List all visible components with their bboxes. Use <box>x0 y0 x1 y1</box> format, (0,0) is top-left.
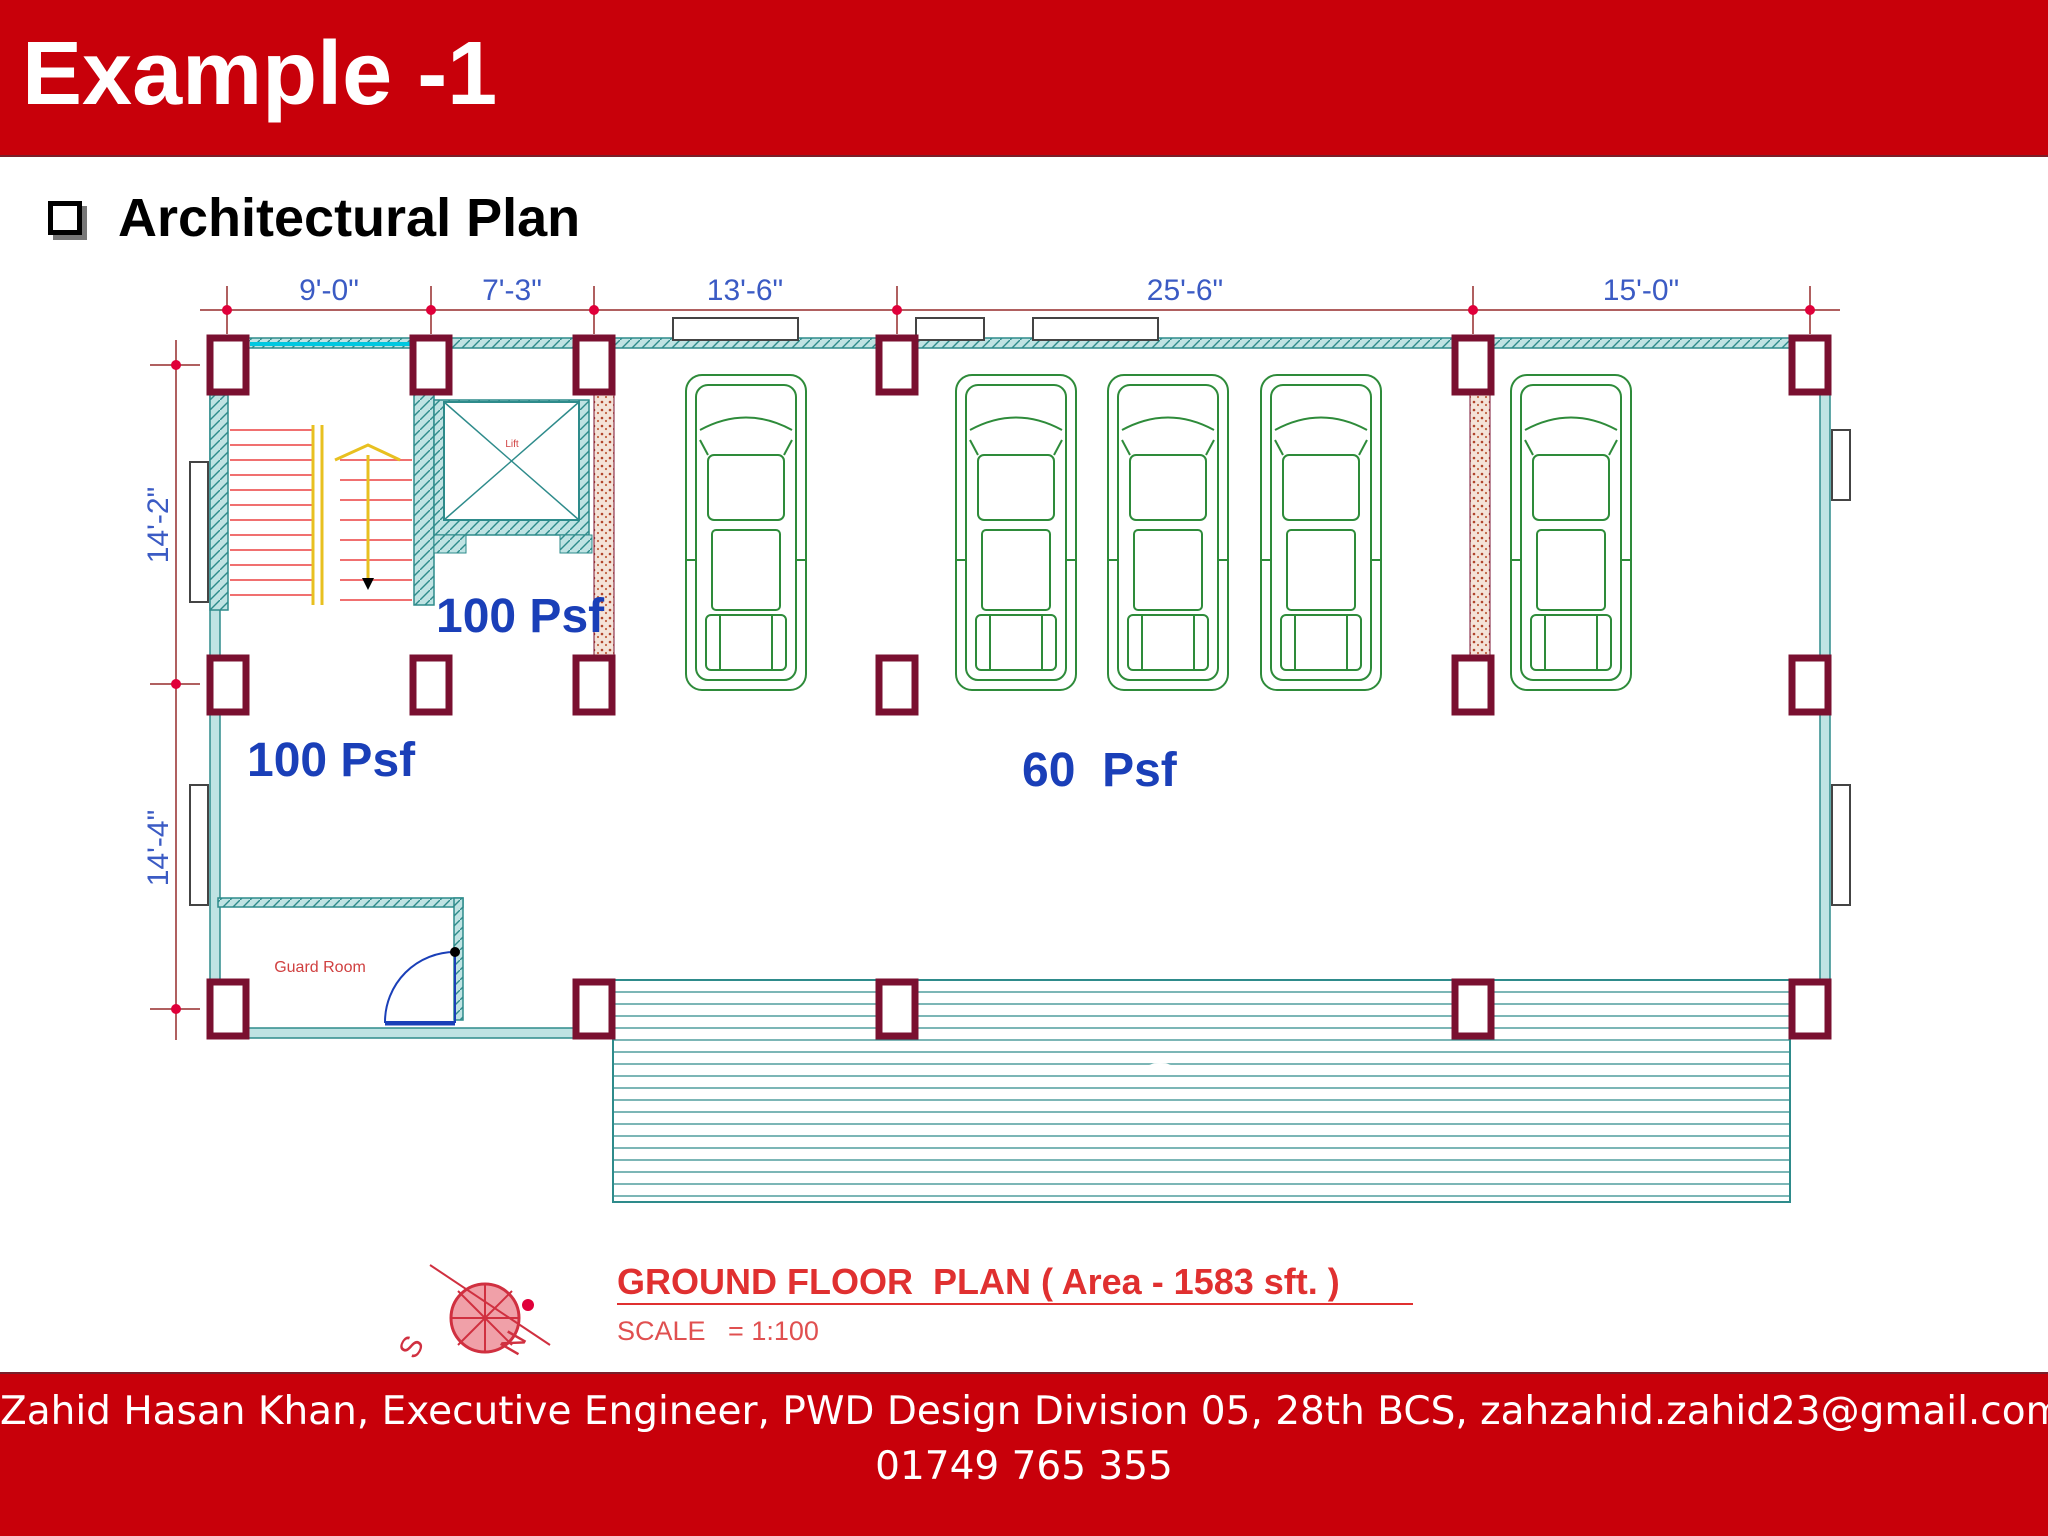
slide-subtitle: Architectural Plan <box>118 188 581 248</box>
slide-title: Example -1 <box>22 24 498 124</box>
structural-columns <box>206 334 1832 1040</box>
dimension-label: 13'-6" <box>707 274 783 307</box>
footer-author-line: Zahid Hasan Khan, Executive Engineer, PW… <box>0 1389 2048 1434</box>
dimension-label: 9'-0" <box>299 274 359 307</box>
guard-room: Guard Room <box>217 897 464 1026</box>
plan-scale-label: SCALE = 1:100 <box>617 1316 819 1346</box>
load-label-parking: 60 Psf <box>1022 744 1178 797</box>
parked-car <box>1107 374 1229 691</box>
plan-caption-title: GROUND FLOOR PLAN ( Area - 1583 sft. ) <box>617 1261 1340 1302</box>
lift-shaft: Lift <box>433 399 593 554</box>
parked-car <box>1510 374 1632 691</box>
dimension-label: 14'-4" <box>142 810 175 886</box>
lift-label: Lift <box>505 439 519 450</box>
load-label-stair-lift: 100 Psf <box>436 590 605 643</box>
parking-ramp <box>612 979 1791 1203</box>
dimension-label: 7'-3" <box>482 274 542 307</box>
slide-header: Example -1 <box>0 0 2048 157</box>
parked-car <box>685 374 807 691</box>
windows <box>189 317 1851 906</box>
floor-plan-drawing: 9'-0" 7'-3" 13'-6" 25'-6" 15'-0" 14'-2" … <box>142 274 1851 1364</box>
slide-footer: Zahid Hasan Khan, Executive Engineer, PW… <box>0 1372 2048 1536</box>
compass-south-label: S <box>392 1330 431 1364</box>
north-compass-icon: S N <box>392 1264 551 1364</box>
left-dimension-line: 14'-2" 14'-4" <box>142 340 200 1040</box>
plan-caption: GROUND FLOOR PLAN ( Area - 1583 sft. ) S… <box>617 1261 1413 1346</box>
top-dimension-line: 9'-0" 7'-3" 13'-6" 25'-6" 15'-0" <box>200 274 1840 334</box>
checkbox-bullet-icon <box>48 201 82 236</box>
dimension-label: 14'-2" <box>142 487 175 563</box>
footer-phone-line: 01749 765 355 <box>875 1444 1173 1489</box>
subtitle-row: Architectural Plan <box>48 186 580 251</box>
dimension-label: 25'-6" <box>1147 274 1223 307</box>
parked-car <box>1260 374 1382 691</box>
guard-room-label: Guard Room <box>274 959 366 976</box>
dimension-label: 15'-0" <box>1603 274 1679 307</box>
staircase <box>230 425 412 605</box>
load-label-lobby: 100 Psf <box>247 734 416 787</box>
parked-car <box>955 374 1077 691</box>
